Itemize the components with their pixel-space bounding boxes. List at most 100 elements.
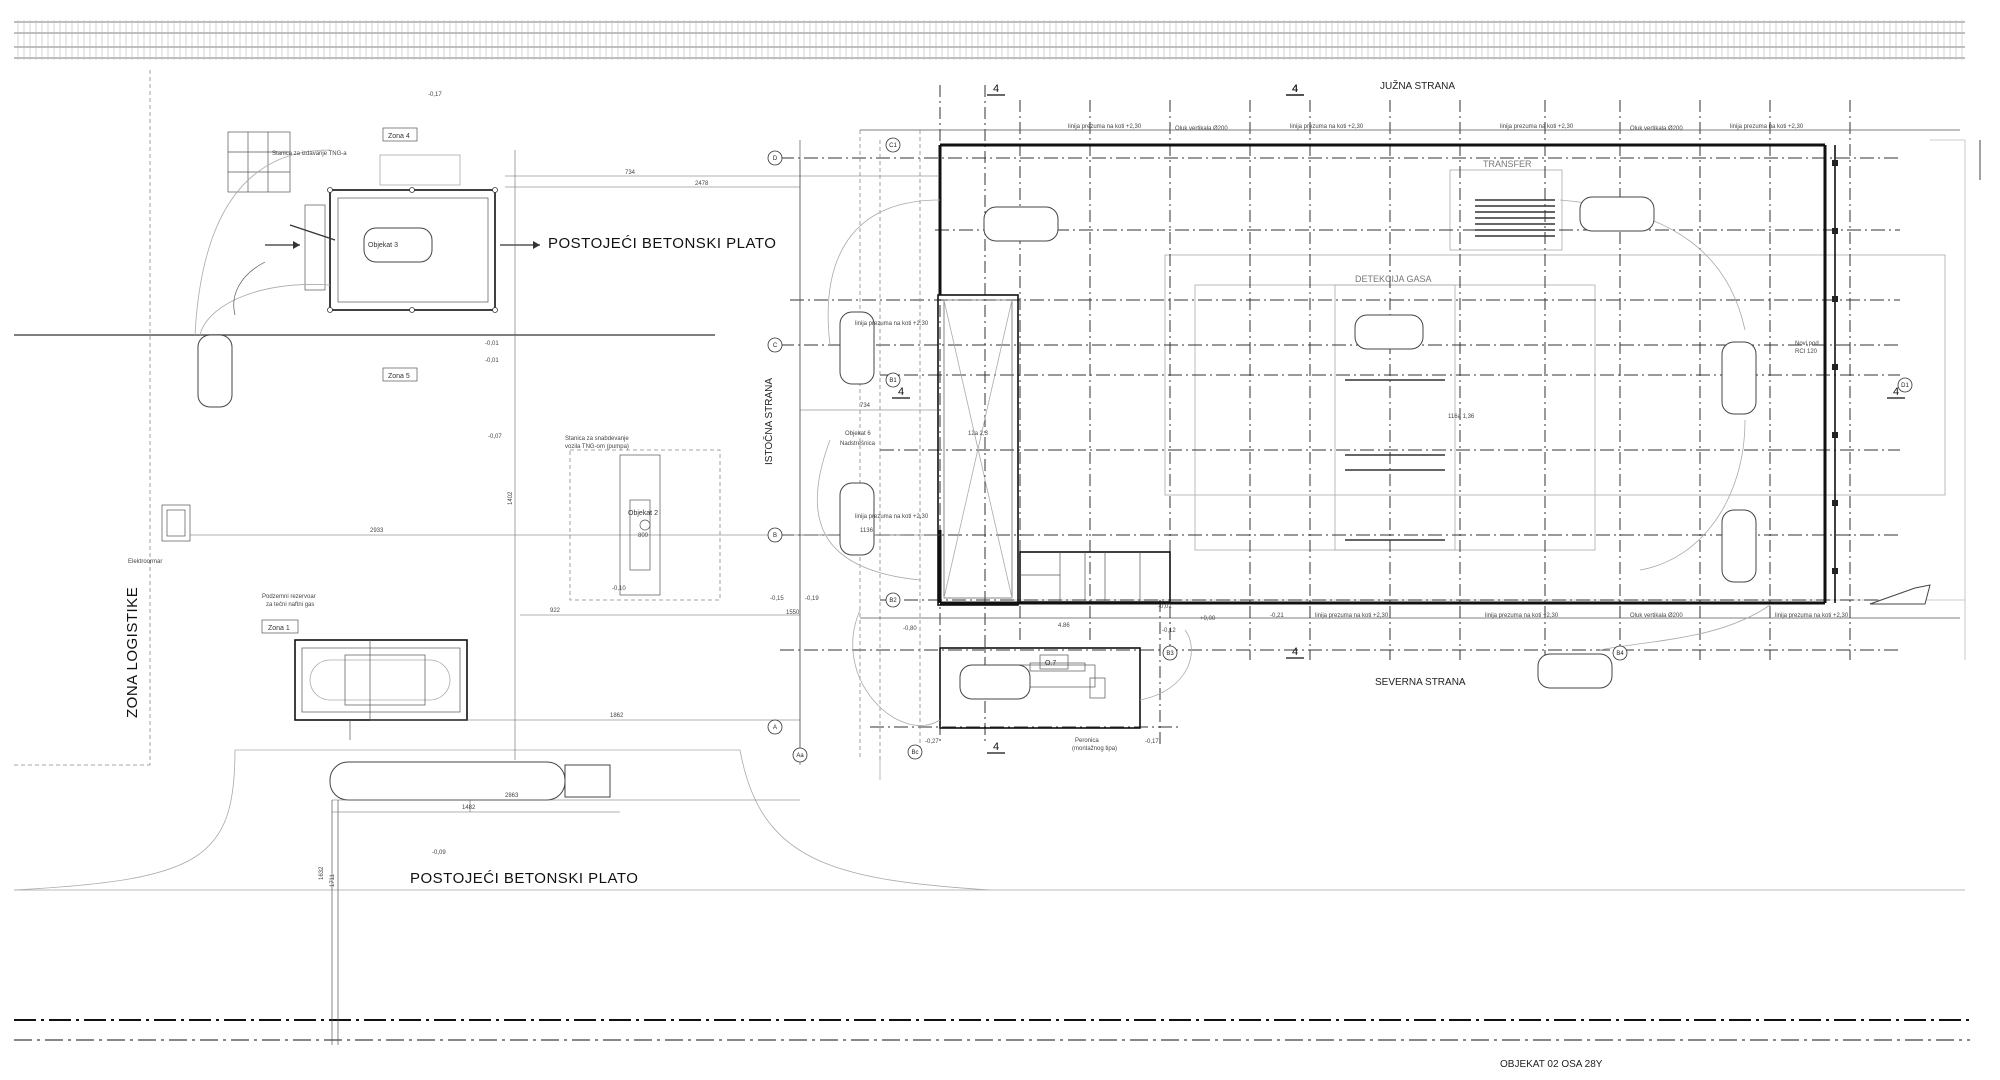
dim-1136: 1136 bbox=[860, 528, 874, 534]
grid-bubble-circle bbox=[1612, 645, 1628, 661]
label-objekat-3: Objekat 3 bbox=[368, 242, 398, 249]
section-mark: 4 bbox=[1292, 83, 1298, 95]
car-9 bbox=[1721, 509, 1757, 583]
label-peronica-tip: (montažnog tipa) bbox=[1072, 746, 1117, 752]
level-10: -0,17 bbox=[1145, 739, 1159, 745]
car-5 bbox=[839, 482, 875, 556]
car-1 bbox=[197, 334, 233, 408]
note-south-4: linija prezuma na koti +2,30 bbox=[1500, 124, 1574, 130]
grid-axes-horizontal bbox=[780, 140, 1900, 760]
dim-1550: 1550 bbox=[786, 610, 800, 616]
label-istocna-strana: ISTOČNA STRANA bbox=[762, 378, 775, 465]
column-marker bbox=[409, 187, 415, 193]
car-7 bbox=[1579, 196, 1655, 232]
dim-734-top: 734 bbox=[625, 170, 636, 176]
grid-bubble-label: Bc bbox=[911, 750, 918, 756]
label-plato-bottom: POSTOJEĆI BETONSKI PLATO bbox=[410, 870, 638, 887]
label-severna-strana: SEVERNA STRANA bbox=[1375, 677, 1466, 688]
main-hall bbox=[860, 129, 1960, 619]
dim-1402: 1402 bbox=[508, 491, 514, 505]
tanker-truck bbox=[329, 761, 611, 812]
dim-2933: 2933 bbox=[370, 528, 384, 534]
label-stanica-snabdevanje-2: vozila TNG-om (pumpa) bbox=[565, 444, 629, 450]
text-labels: POSTOJEĆI BETONSKI PLATO POSTOJEĆI BETON… bbox=[124, 79, 1849, 1070]
wall-post bbox=[1832, 364, 1838, 370]
level-8: -0,09 bbox=[432, 850, 446, 856]
level-7: -0,19 bbox=[805, 596, 819, 602]
dimension-texts: 734 2478 734 1136 2933 922 1862 2863 148… bbox=[319, 170, 874, 887]
grid-bubble-label: Aa bbox=[796, 753, 804, 759]
wall-post bbox=[1832, 228, 1838, 234]
grid-bubble-circle bbox=[907, 744, 923, 760]
grid-bubble-label: C1 bbox=[889, 143, 897, 149]
column-marker bbox=[409, 307, 415, 313]
label-stanica-izdavanje: Stanica za izdavanje TNG-a bbox=[272, 151, 347, 157]
grid-bubble-label: B2 bbox=[889, 598, 897, 604]
grid-bubble-circle bbox=[1162, 645, 1178, 661]
note-nivo-2: RCI 120 bbox=[1795, 349, 1818, 355]
grid-bubble-circle bbox=[767, 337, 783, 353]
car-10 bbox=[1537, 653, 1613, 689]
car-3 bbox=[983, 206, 1059, 242]
vehicles bbox=[197, 196, 1931, 700]
dim-1711: 1711 bbox=[330, 873, 336, 887]
flow-arrows bbox=[233, 241, 540, 316]
level-5: -0,10 bbox=[612, 586, 626, 592]
level-2: -0,01 bbox=[485, 341, 499, 347]
car-8 bbox=[1721, 341, 1757, 415]
note-north-2: linija prezuma na koti +2,30 bbox=[1485, 613, 1559, 619]
level-6: -0,15 bbox=[770, 596, 784, 602]
note-west-1: linija prezuma na koti +2,30 bbox=[855, 321, 929, 327]
label-peronica: Peronica bbox=[1075, 738, 1099, 744]
label-zona-4: Zona 4 bbox=[388, 133, 410, 140]
note-north-4: linija prezuma na koti +2,30 bbox=[1775, 613, 1849, 619]
label-transfer: TRANSFER bbox=[1483, 159, 1532, 169]
site-boundaries bbox=[13, 70, 1981, 891]
zona-1-structure bbox=[294, 639, 468, 740]
section-mark: 4 bbox=[993, 741, 999, 753]
grid-axes-vertical bbox=[939, 85, 1851, 745]
level-15: 4.86 bbox=[1058, 623, 1070, 629]
note-room: 116a 1,36 bbox=[1448, 414, 1475, 420]
note-north-1: linija prezuma na koti +2,30 bbox=[1315, 613, 1389, 619]
label-podzemni-rezervoar: Podzemni rezervoar bbox=[262, 594, 316, 600]
objekat-2-structure bbox=[569, 449, 721, 601]
dim-1862: 1862 bbox=[610, 713, 624, 719]
column-marker bbox=[492, 187, 498, 193]
note-west-2: linija prezuma na koti +2,30 bbox=[855, 514, 929, 520]
grid-bubble-circle bbox=[885, 137, 901, 153]
column-marker bbox=[492, 307, 498, 313]
level-13: -0,80 bbox=[903, 626, 917, 632]
label-zona-logistike: ZONA LOGISTIKE bbox=[124, 587, 141, 718]
grid-bubble-label: B3 bbox=[1166, 651, 1174, 657]
label-zona-5: Zona 5 bbox=[388, 373, 410, 380]
objekat-3-structure bbox=[194, 131, 540, 336]
level-9: -0,27 bbox=[925, 739, 939, 745]
wall-post bbox=[1832, 296, 1838, 302]
label-nadstresnica: Nadstrešnica bbox=[840, 441, 876, 447]
grid-bubble-label: B1 bbox=[889, 378, 897, 384]
label-zona-1: Zona 1 bbox=[268, 625, 290, 632]
dim-1482: 1482 bbox=[462, 805, 476, 811]
level-16: -0,01 bbox=[1158, 604, 1172, 610]
grid-bubble-circle bbox=[767, 719, 783, 735]
column-marker bbox=[327, 187, 333, 193]
label-detekcija-gasa: DETEKCIJA GASA bbox=[1355, 274, 1432, 284]
grid-bubble-circle bbox=[767, 527, 783, 543]
railway-track bbox=[14, 20, 1965, 60]
grid-bubble-circle bbox=[767, 150, 783, 166]
label-o7: O.7 bbox=[1045, 660, 1056, 667]
grid-bubble-circle bbox=[1897, 377, 1913, 393]
label-objekat-osa: OBJEKAT 02 OSA 28Y bbox=[1500, 1059, 1603, 1070]
note-south-3: linija prezuma na koti +2,30 bbox=[1290, 124, 1364, 130]
note-south-2: Oluk vertikala Ø200 bbox=[1175, 126, 1228, 132]
car-12 bbox=[1869, 584, 1931, 605]
level-1: -0,17 bbox=[428, 92, 442, 98]
level-12: +0,00 bbox=[1200, 616, 1216, 622]
label-elektroormar: Elektroormar bbox=[128, 559, 162, 565]
wall-post bbox=[1832, 500, 1838, 506]
level-3: -0,01 bbox=[485, 358, 499, 364]
